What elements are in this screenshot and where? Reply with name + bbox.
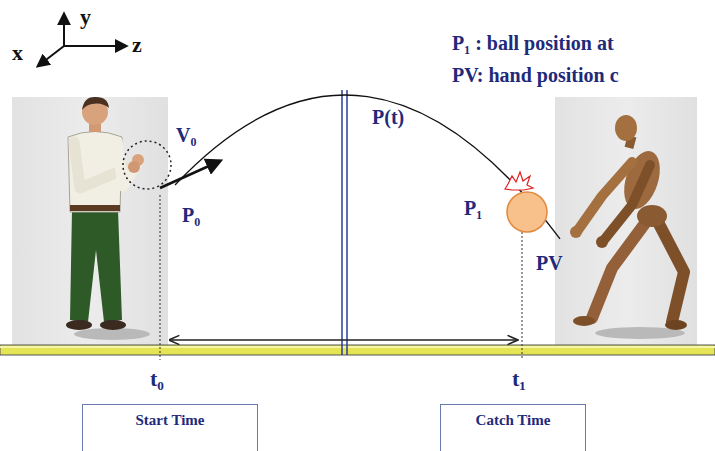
leg [658, 222, 684, 322]
z-axis [64, 45, 126, 47]
hair [82, 97, 109, 110]
axis-label: x [12, 40, 23, 65]
pelvis [637, 205, 667, 227]
point-label: t₁ [512, 366, 526, 391]
floor-bar [0, 345, 715, 355]
mid-line [346, 90, 348, 355]
point-label: P₁ [464, 197, 482, 220]
backdrop-panel [12, 97, 168, 345]
box-text: Catch Time [476, 405, 551, 429]
time-box: Start Time [82, 404, 258, 451]
x-axis [38, 46, 64, 66]
arm [578, 162, 632, 230]
point-label: t₀ [150, 366, 164, 391]
foot [665, 320, 687, 330]
time-marker [522, 232, 523, 360]
floor-highlight [0, 346, 715, 348]
mid-line [341, 90, 343, 355]
head [615, 115, 637, 141]
point-label: PV [536, 252, 563, 275]
velocity-arrow [160, 161, 220, 188]
trousers [70, 210, 122, 322]
point-label: P(t) [372, 106, 404, 129]
hand [596, 236, 608, 248]
point-label: P₀ [182, 204, 200, 227]
backdrop-panel [555, 97, 697, 345]
impact-burst [505, 172, 533, 190]
ball [507, 192, 547, 232]
point-label: V₀ [176, 124, 196, 147]
shoe [66, 320, 92, 330]
axis-label: y [80, 4, 91, 29]
hand-circle [123, 141, 171, 189]
shoe [100, 320, 126, 330]
ball-trajectory [175, 95, 560, 239]
duration-arrow [170, 339, 518, 340]
thrower-figure [66, 97, 150, 340]
note-text: PV: hand position c [452, 64, 619, 87]
catcher-figure [570, 115, 687, 339]
y-axis [63, 14, 65, 46]
belt [70, 205, 120, 211]
foot [573, 316, 595, 326]
hand [128, 161, 140, 173]
leg [592, 222, 646, 318]
hand [570, 226, 582, 238]
note-text: P₁ : ball position at [452, 32, 614, 55]
time-marker [160, 195, 161, 360]
box-text: Start Time [135, 405, 204, 429]
time-box: Catch Time [440, 404, 586, 451]
arm [604, 165, 650, 240]
axis-label: z [132, 32, 142, 57]
